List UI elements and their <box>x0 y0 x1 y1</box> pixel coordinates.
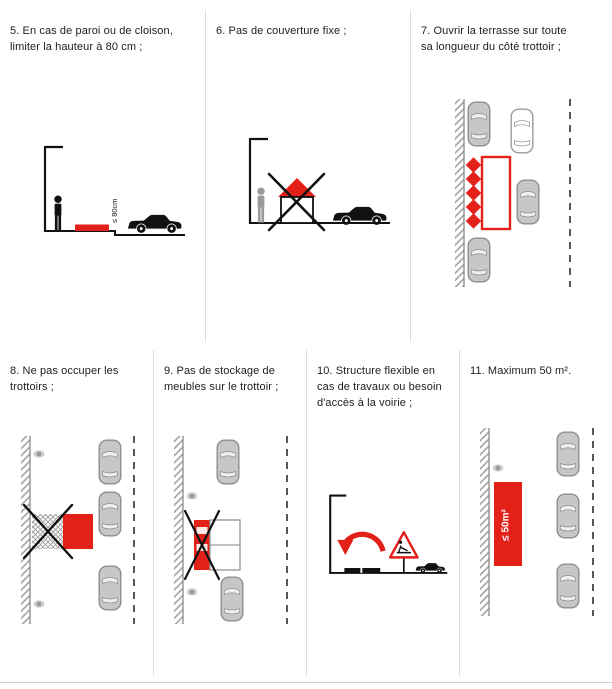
diagram-no-sidewalk <box>20 435 135 624</box>
panel-caption: 7. Ouvrir la terrasse sur toute sa longu… <box>421 25 567 53</box>
panel-caption: 9. Pas de stockage de meubles sur le tro… <box>164 365 279 393</box>
pedestrian-icon <box>257 187 265 223</box>
car-icon <box>127 214 181 233</box>
diagram-no-fixed-cover <box>248 137 390 232</box>
diagram-area: ≤ 50m² <box>470 380 604 664</box>
top-row: 5. En cas de paroi ou de cloison, limite… <box>0 10 612 342</box>
car-icon <box>97 565 122 611</box>
bottom-divider <box>0 682 612 683</box>
open-side-diamonds <box>465 157 481 229</box>
car-icon <box>556 431 580 477</box>
pedestrian-icon <box>186 492 198 500</box>
panel-caption: 11. Maximum 50 m². <box>470 365 572 377</box>
facade-hatch <box>20 435 30 624</box>
roadworks-sign-icon <box>388 531 419 559</box>
low-partition <box>74 224 109 231</box>
pedestrian-icon <box>186 588 198 596</box>
diagram-area <box>317 412 451 664</box>
pedestrian-icon <box>33 450 44 458</box>
facade-hatch <box>174 435 183 624</box>
car-icon <box>220 576 244 622</box>
car-icon <box>556 563 580 609</box>
prohibition-cross-icon <box>267 172 326 232</box>
terrace-area <box>494 481 522 566</box>
house-body <box>280 196 314 224</box>
prohibition-cross-icon <box>22 503 73 560</box>
diagram-no-storage <box>174 435 288 624</box>
facade-hatch <box>454 98 464 287</box>
diagram-area: ≤ 80cm <box>10 56 197 330</box>
wall-line <box>43 145 63 232</box>
area-label: ≤ 50m² <box>501 509 512 541</box>
panel-8: 8. Ne pas occuper les trottoirs ; <box>0 350 153 676</box>
diagram-height-limit: ≤ 80cm <box>43 145 185 236</box>
pedestrian-icon <box>33 600 44 608</box>
diagram-area <box>10 396 145 664</box>
panel-11: 11. Maximum 50 m². ≤ 50m² <box>459 350 612 676</box>
car-icon <box>97 439 122 485</box>
stacked-furniture <box>196 526 208 534</box>
car-icon <box>467 237 490 283</box>
wall-line <box>329 494 347 574</box>
height-label: ≤ 80cm <box>110 198 119 223</box>
panel-7: 7. Ouvrir la terrasse sur toute sa longu… <box>410 10 612 342</box>
stacked-furniture <box>196 543 208 551</box>
panel-5: 5. En cas de paroi ou de cloison, limite… <box>0 10 205 342</box>
panel-10: 10. Structure flexible en cas de travaux… <box>306 350 459 676</box>
car-icon <box>415 563 445 573</box>
facade-hatch <box>480 427 489 616</box>
wall-line <box>248 137 268 224</box>
car-icon <box>97 491 122 537</box>
panel-6: 6. Pas de couverture fixe ; <box>205 10 410 342</box>
panel-caption: 10. Structure flexible en cas de travaux… <box>317 365 442 409</box>
pedestrian-icon <box>492 464 504 472</box>
panel-caption: 8. Ne pas occuper les trottoirs ; <box>10 365 119 393</box>
car-icon <box>516 179 539 225</box>
diagram-open-full-length <box>454 98 571 287</box>
fold-arrow-head <box>337 539 354 555</box>
prohibition-cross-icon <box>183 509 221 581</box>
diagram-area <box>421 56 604 330</box>
diagram-max-area: ≤ 50m² <box>480 427 594 616</box>
panel-caption: 6. Pas de couverture fixe ; <box>216 25 347 37</box>
bottom-row: 8. Ne pas occuper les trottoirs ; <box>0 350 612 676</box>
fold-arrow-icon <box>343 531 386 552</box>
car-icon <box>556 493 580 539</box>
car-icon <box>467 101 490 147</box>
pedestrian-icon <box>53 195 62 231</box>
car-icon <box>510 108 533 154</box>
panel-caption: 5. En cas de paroi ou de cloison, limite… <box>10 25 173 53</box>
car-icon <box>216 439 240 485</box>
diagram-flexible-structure <box>329 494 448 574</box>
panel-9: 9. Pas de stockage de meubles sur le tro… <box>153 350 306 676</box>
ground-line <box>43 229 185 236</box>
terrace-outline <box>480 155 511 231</box>
folded-structure-gap <box>360 567 363 573</box>
roadworks-worker-glyph <box>396 540 411 554</box>
diagram-area <box>216 40 402 330</box>
diagram-area <box>164 396 298 664</box>
terrace-square <box>62 513 93 549</box>
